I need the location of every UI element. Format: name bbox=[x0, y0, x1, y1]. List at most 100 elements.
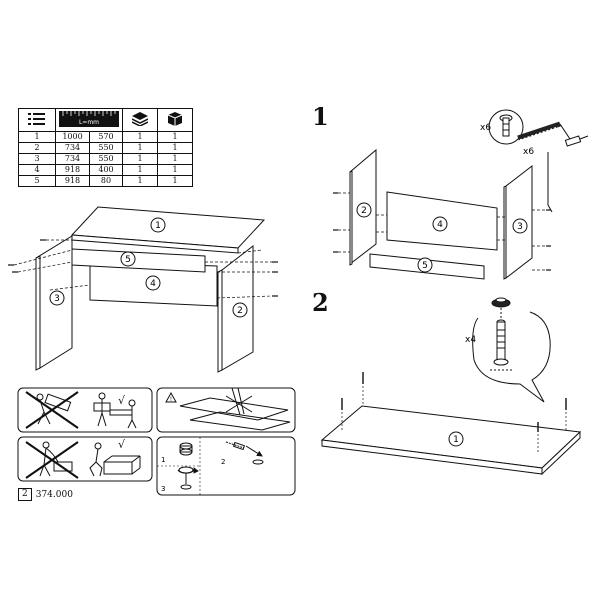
s1-part-label-2-text: 2 bbox=[361, 206, 367, 216]
step1-screws bbox=[333, 192, 551, 271]
step1-hardware bbox=[488, 109, 589, 213]
screw-qty: x6 bbox=[523, 147, 534, 157]
cam-turn-icon bbox=[177, 466, 199, 490]
part-id-cell: 2 bbox=[18, 142, 56, 154]
box-header bbox=[157, 108, 193, 132]
width-cell: 550 bbox=[89, 142, 123, 154]
s2-part-label-1: 1 bbox=[448, 431, 464, 447]
s1-part-label-4-text: 4 bbox=[437, 220, 443, 230]
pointer-line-screw bbox=[547, 152, 553, 213]
s2-part-label-1-text: 1 bbox=[453, 435, 459, 445]
check-mark-1: √ bbox=[118, 394, 126, 407]
check-mark-2: √ bbox=[118, 438, 126, 451]
handling-box-lift bbox=[17, 436, 153, 482]
width-cell: 550 bbox=[89, 153, 123, 165]
box-cell: 1 bbox=[157, 131, 193, 143]
part-id-cell: 1 bbox=[18, 131, 56, 143]
length-cell: 918 bbox=[55, 175, 90, 187]
qty-cell: 1 bbox=[122, 175, 158, 187]
step2-bolts bbox=[341, 372, 567, 452]
wrong-lift-icon bbox=[25, 441, 79, 479]
s1-part-label-4: 4 bbox=[432, 216, 448, 232]
box-cell: 1 bbox=[157, 153, 193, 165]
s1-part-label-3-text: 3 bbox=[517, 222, 523, 232]
part-label-3: 3 bbox=[49, 290, 65, 306]
width-cell: 400 bbox=[89, 164, 123, 176]
part-id-cell: 4 bbox=[18, 164, 56, 176]
page-number: 2 bbox=[18, 488, 32, 501]
step2-hardware bbox=[472, 297, 551, 403]
part-id-cell: 5 bbox=[18, 175, 56, 187]
length-cell: 1000 bbox=[55, 131, 90, 143]
part-label-4-text: 4 bbox=[150, 279, 156, 289]
part-id-cell: 3 bbox=[18, 153, 56, 165]
s1-part-label-5: 5 bbox=[417, 257, 433, 273]
warning-box bbox=[156, 387, 296, 433]
part-number-header bbox=[18, 108, 56, 132]
table-row: 3 734 550 1 1 bbox=[18, 153, 193, 165]
box-cell: 1 bbox=[157, 142, 193, 154]
step1-dashed-guides bbox=[338, 192, 546, 271]
box-cell: 1 bbox=[157, 175, 193, 187]
desk-screws bbox=[8, 239, 278, 297]
pin-icon bbox=[499, 114, 513, 137]
wrong-carry-icon bbox=[25, 391, 79, 429]
width-cell: 570 bbox=[89, 131, 123, 143]
qty-cell: 1 bbox=[122, 153, 158, 165]
product-code: 374.000 bbox=[35, 489, 73, 500]
pin-qty: x6 bbox=[480, 123, 491, 133]
warning-symbol: ! bbox=[170, 396, 172, 403]
sub-step-3: 3 bbox=[161, 485, 165, 493]
part-label-1-text: 1 bbox=[155, 221, 161, 231]
dimensions-header: L=mm bbox=[55, 108, 123, 132]
qty-cell: 1 bbox=[122, 142, 158, 154]
part-label-2-text: 2 bbox=[237, 306, 243, 316]
parts-table-header: L=mm bbox=[18, 108, 193, 132]
parts-table: L=mm 1 1000 570 1 1 2 734 550 1 1 bbox=[18, 108, 193, 187]
box-cell: 1 bbox=[157, 164, 193, 176]
package-box-icon bbox=[167, 111, 183, 126]
cam-lock-icon bbox=[179, 442, 193, 456]
part-label-5-text: 5 bbox=[125, 255, 131, 265]
sub-step-1: 1 bbox=[161, 456, 165, 464]
quantity-header bbox=[122, 108, 158, 132]
step-number-2: 2 bbox=[312, 288, 329, 317]
cam-callout-bubble bbox=[472, 311, 551, 403]
step-number-1: 1 bbox=[312, 102, 329, 131]
handling-box-carry bbox=[17, 387, 153, 433]
desk-dashed-guides bbox=[13, 239, 273, 299]
width-cell: 80 bbox=[89, 175, 123, 187]
part-label-1: 1 bbox=[150, 217, 166, 233]
ruler-icon: L=mm bbox=[59, 110, 119, 127]
correct-carry-icon bbox=[93, 392, 137, 429]
correct-lift-icon bbox=[89, 442, 141, 477]
s1-part-label-3: 3 bbox=[512, 218, 528, 234]
panel-on-floor-icon bbox=[179, 387, 291, 431]
length-cell: 734 bbox=[55, 153, 90, 165]
part-label-4: 4 bbox=[145, 275, 161, 291]
screw-tool-icon bbox=[517, 121, 589, 147]
length-cell: 734 bbox=[55, 142, 90, 154]
cam-bolt-icon bbox=[493, 319, 509, 366]
table-row: 4 918 400 1 1 bbox=[18, 164, 193, 176]
sub-step-2: 2 bbox=[221, 458, 225, 466]
s1-part-label-5-text: 5 bbox=[422, 261, 428, 271]
pin-insert-icon bbox=[225, 441, 264, 465]
handling-instructions: √ √ ! bbox=[17, 387, 296, 496]
table-row: 2 734 550 1 1 bbox=[18, 142, 193, 154]
s1-part-label-2: 2 bbox=[356, 202, 372, 218]
length-unit-label: L=mm bbox=[79, 119, 99, 126]
table-row: 5 918 80 1 1 bbox=[18, 175, 193, 187]
qty-cell: 1 bbox=[122, 131, 158, 143]
step1-exploded-view bbox=[349, 148, 533, 280]
document-footer: 2 374.000 bbox=[18, 488, 73, 501]
part-label-5: 5 bbox=[120, 251, 136, 267]
qty-cell: 1 bbox=[122, 164, 158, 176]
part-label-3-text: 3 bbox=[54, 294, 60, 304]
cam-qty: x4 bbox=[465, 335, 476, 345]
part-label-2: 2 bbox=[232, 302, 248, 318]
table-row: 1 1000 570 1 1 bbox=[18, 131, 193, 143]
stack-icon bbox=[131, 111, 149, 127]
warning-triangle-icon bbox=[165, 391, 177, 403]
